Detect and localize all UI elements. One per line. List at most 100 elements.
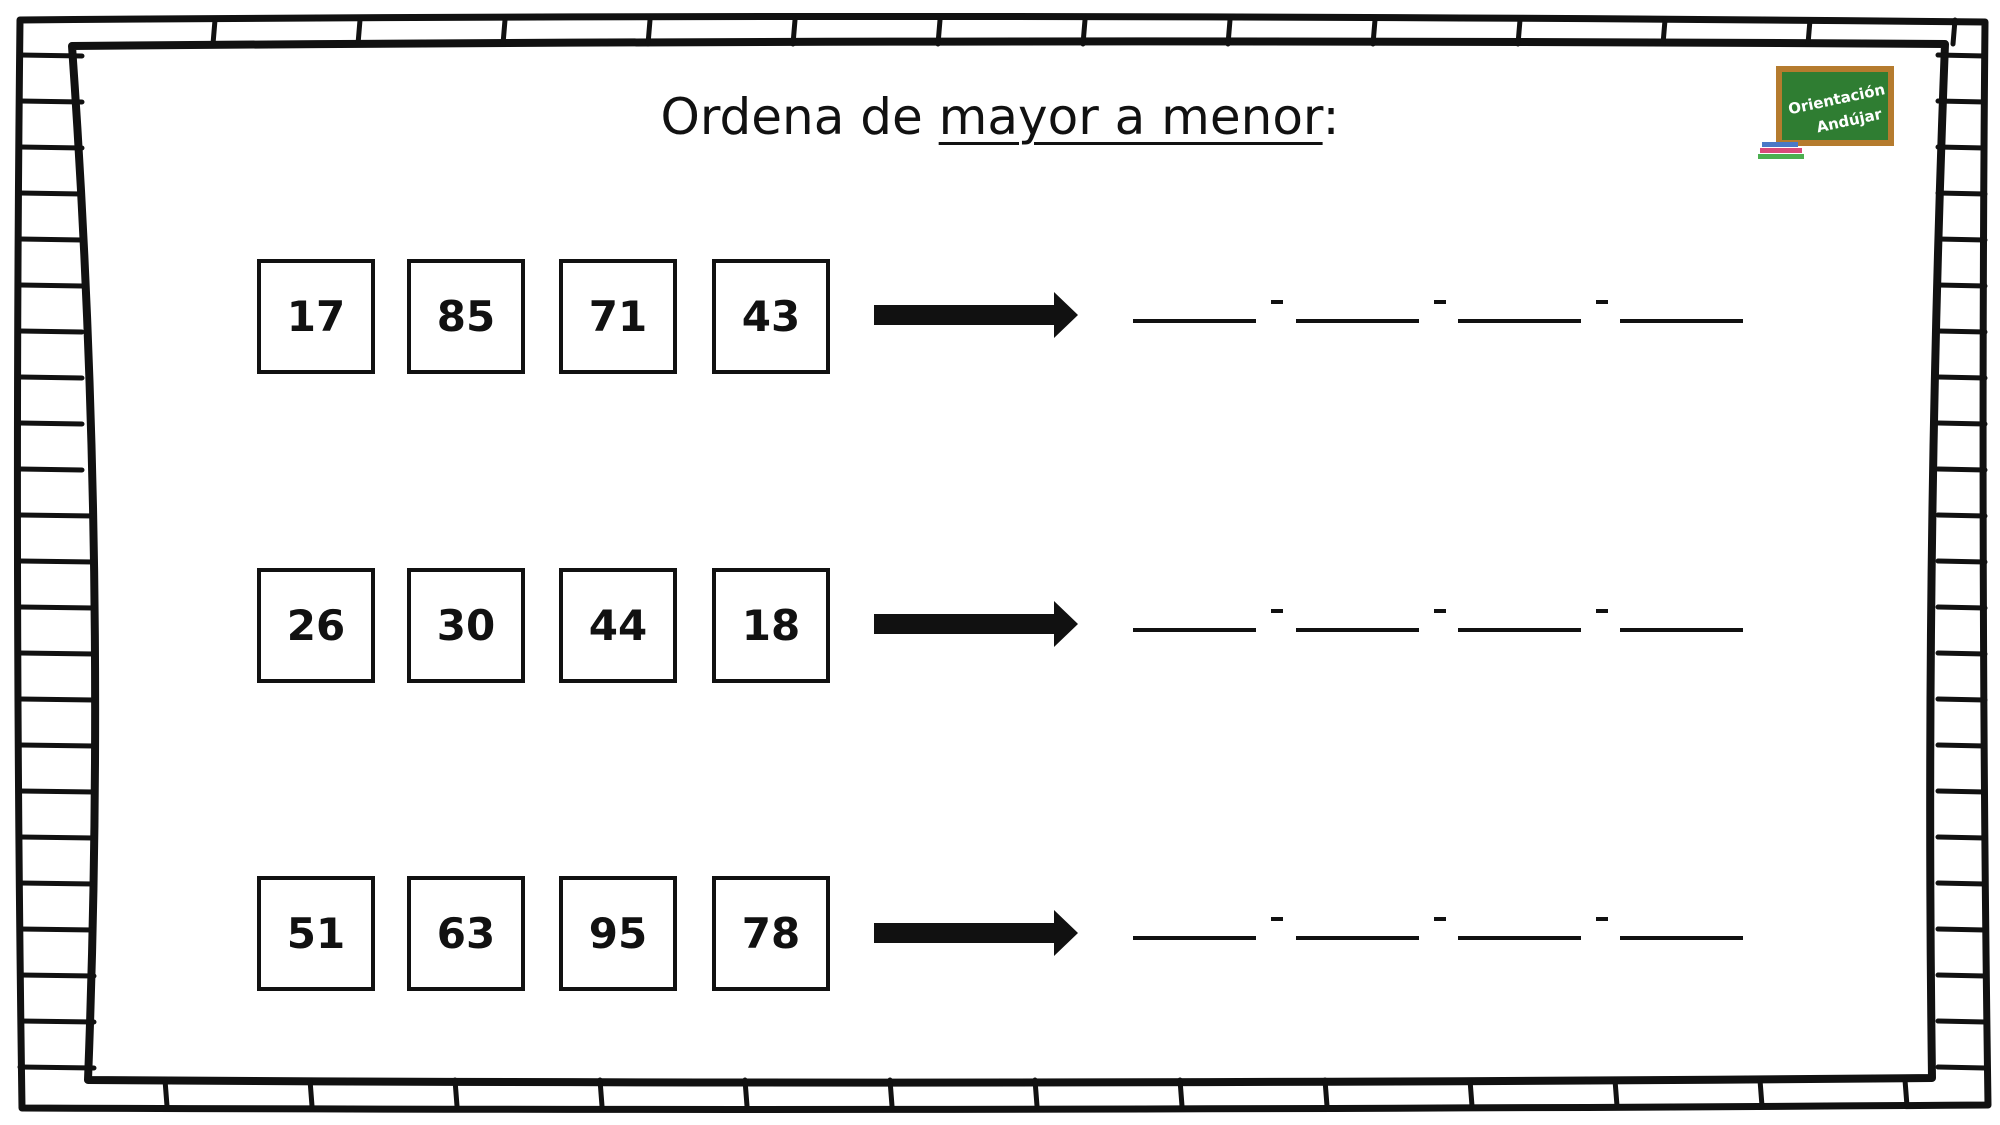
separator-dash — [1596, 609, 1608, 613]
frame-tick — [1935, 466, 1988, 473]
frame-tick — [17, 880, 97, 887]
right-arrow-icon — [874, 910, 1078, 956]
answer-blank[interactable] — [1458, 936, 1581, 940]
title-prefix: Ordena de — [660, 88, 939, 146]
frame-tick — [355, 17, 363, 47]
frame-tick — [17, 144, 85, 151]
frame-tick — [1950, 17, 1958, 47]
number-box: 43 — [712, 259, 830, 374]
frame-tick — [1935, 834, 1988, 841]
frame-tick — [935, 17, 943, 47]
frame-tick — [1935, 144, 1988, 151]
frame-tick — [1935, 512, 1988, 519]
frame-tick — [210, 17, 218, 47]
frame-tick — [1902, 1077, 1910, 1109]
frame-tick — [1467, 1077, 1475, 1109]
separator-dash — [1271, 300, 1283, 304]
number-box: 18 — [712, 568, 830, 683]
frame-tick — [1935, 328, 1988, 335]
frame-tick — [17, 236, 85, 243]
answer-blank[interactable] — [1133, 319, 1256, 323]
frame-tick — [17, 1064, 97, 1071]
answer-blank[interactable] — [1458, 628, 1581, 632]
separator-dash — [1271, 609, 1283, 613]
number-value: 78 — [741, 909, 801, 958]
number-box: 95 — [559, 876, 677, 991]
separator-dash — [1434, 609, 1446, 613]
number-box: 17 — [257, 259, 375, 374]
number-value: 71 — [588, 292, 648, 341]
title-suffix: : — [1322, 88, 1340, 146]
answer-blank[interactable] — [1620, 628, 1743, 632]
logo-board — [1782, 72, 1888, 140]
frame-tick — [1322, 1077, 1330, 1109]
number-value: 43 — [741, 292, 801, 341]
answer-blank[interactable] — [1296, 628, 1419, 632]
number-box: 26 — [257, 568, 375, 683]
title-underlined: mayor a menor — [938, 88, 1323, 146]
frame-tick — [1935, 420, 1988, 427]
frame-tick — [1935, 650, 1988, 657]
frame-tick — [790, 17, 798, 47]
frame-tick — [17, 696, 97, 703]
separator-dash — [1596, 300, 1608, 304]
frame-tick — [1935, 972, 1988, 979]
frame-tick — [17, 1018, 97, 1025]
number-box: 44 — [559, 568, 677, 683]
frame-tick — [17, 926, 97, 933]
frame-tick — [1935, 236, 1988, 243]
frame-tick — [17, 98, 85, 105]
frame-tick — [645, 17, 653, 47]
frame-tick — [1177, 1077, 1185, 1109]
frame-tick — [17, 972, 97, 979]
frame-tick — [17, 650, 97, 657]
frame-tick — [1370, 17, 1378, 47]
frame-tick — [1935, 52, 1988, 59]
frame-tick — [17, 512, 97, 519]
frame-tick — [1935, 282, 1988, 289]
chalkboard-logo: Orientación Andújar — [1758, 66, 1894, 159]
answer-blank[interactable] — [1620, 936, 1743, 940]
number-value: 30 — [436, 601, 496, 650]
answer-blank[interactable] — [1133, 628, 1256, 632]
number-value: 85 — [436, 292, 496, 341]
frame-tick — [1935, 742, 1988, 749]
answer-blank[interactable] — [1296, 936, 1419, 940]
number-box: 78 — [712, 876, 830, 991]
page-title: Ordena de mayor a menor: — [0, 82, 2000, 152]
answer-blank[interactable] — [1620, 319, 1743, 323]
frame-tick — [1935, 880, 1988, 887]
frame-tick — [17, 788, 97, 795]
frame-tick — [17, 374, 85, 381]
frame-tick — [1612, 1077, 1620, 1109]
answer-blank[interactable] — [1133, 936, 1256, 940]
frame-tick — [17, 604, 97, 611]
frame-tick — [887, 1077, 895, 1109]
frame-tick — [500, 17, 508, 47]
frame-tick — [1935, 98, 1988, 105]
number-value: 95 — [588, 909, 648, 958]
frame-tick — [1805, 17, 1813, 47]
number-value: 18 — [741, 601, 801, 650]
frame-tick — [17, 558, 97, 565]
frame-tick — [1225, 17, 1233, 47]
number-value: 17 — [286, 292, 346, 341]
frame-tick — [17, 328, 85, 335]
number-box: 30 — [407, 568, 525, 683]
frame-tick — [1935, 696, 1988, 703]
separator-dash — [1434, 917, 1446, 921]
separator-dash — [1271, 917, 1283, 921]
frame-tick — [17, 834, 97, 841]
answer-blank[interactable] — [1458, 319, 1581, 323]
frame-tick — [307, 1077, 315, 1109]
frame-tick — [17, 742, 97, 749]
frame-tick — [1080, 17, 1088, 47]
frame-tick — [1935, 558, 1988, 565]
number-box: 85 — [407, 259, 525, 374]
number-box: 71 — [559, 259, 677, 374]
frame-tick — [162, 1077, 170, 1109]
answer-blank[interactable] — [1296, 319, 1419, 323]
frame-tick — [1032, 1077, 1040, 1109]
frame-tick — [1935, 1064, 1988, 1071]
frame-tick — [1935, 788, 1988, 795]
